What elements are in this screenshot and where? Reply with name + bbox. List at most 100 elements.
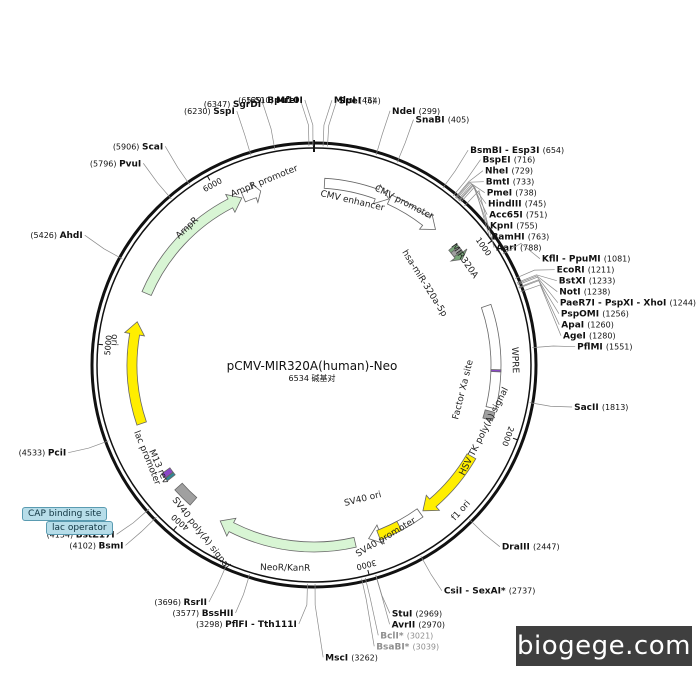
site-label-ndei: NdeI (299)	[392, 107, 440, 117]
site-leader-line	[304, 99, 314, 147]
site-name: MfeI	[276, 96, 298, 106]
label-mir320a-5p: hsa-miR-320a-5p	[399, 248, 448, 319]
site-leader-line	[143, 163, 172, 200]
site-name: AarI	[496, 244, 520, 254]
site-position: (751)	[526, 211, 548, 220]
site-label-bpu10i: (6529) Bpu10I	[238, 96, 303, 106]
site-name: EcoRI	[557, 266, 588, 276]
site-label-csii-sexai: CsiI - SexAI* (2737)	[444, 587, 536, 597]
site-name: NdeI	[392, 107, 419, 117]
site-leader-line	[364, 577, 379, 636]
site-label-aari: AarI (788)	[496, 244, 541, 254]
site-position: (6510)	[247, 96, 276, 105]
site-label-bspei: BspEI (716)	[482, 156, 535, 166]
site-position: (755)	[516, 222, 538, 231]
site-position: (1551)	[606, 343, 633, 352]
label-mir320a: MIR320A	[449, 242, 481, 281]
site-label-draiii: DraIII (2447)	[502, 543, 560, 553]
site-position: (763)	[528, 233, 550, 242]
site-label-sspi: (6230) SspI	[184, 107, 235, 117]
site-label-spei: SpeI (64)	[339, 96, 381, 106]
label-ampr-promoter: AmpR promoter	[229, 164, 299, 200]
site-position: (1256)	[602, 310, 629, 319]
site-name: BsaBI*	[376, 642, 412, 652]
site-position: (6529)	[238, 96, 267, 105]
site-leader-line	[116, 508, 150, 535]
site-leader-line	[164, 146, 190, 185]
site-name: PaeR7I - PspXI - XhoI	[560, 299, 670, 309]
site-label-bsmi: (4102) BsmI	[69, 541, 123, 551]
tick-label: 2000	[500, 425, 515, 447]
site-name: PciI	[48, 449, 66, 459]
site-label-avrii: AvrII (2970)	[392, 620, 445, 630]
site-name: Acc65I	[489, 211, 526, 221]
site-position: (3021)	[407, 631, 434, 640]
tick-label: 6000	[201, 176, 223, 194]
site-position: (2970)	[418, 620, 445, 629]
site-position: (745)	[525, 200, 547, 209]
site-name: BstXI	[559, 277, 589, 287]
site-leader-line	[529, 402, 573, 408]
site-leader-line	[396, 119, 414, 163]
site-label-scai: (5906) ScaI	[113, 142, 163, 152]
site-name: NheI	[485, 167, 512, 177]
site-label-pspomi: PspOMI (1256)	[561, 310, 629, 320]
site-label-pmei: PmeI (738)	[487, 189, 537, 199]
feature-wpre	[480, 303, 502, 410]
site-name: PmeI	[487, 189, 516, 199]
feature-neor-kanr	[219, 517, 357, 553]
site-label-ecori: EcoRI (1211)	[557, 266, 615, 276]
feature-sv40-poly-a-signal	[174, 482, 198, 506]
site-label-hindiii: HindIII (745)	[488, 200, 546, 210]
site-position: (1081)	[604, 255, 631, 264]
feature-layer	[123, 177, 502, 553]
lac-operator-tag: lac operator	[46, 521, 113, 535]
site-leader-line	[68, 440, 109, 454]
feature-lac-promoter	[161, 467, 174, 479]
site-label-paer7i-pspxi-xhoi: PaeR7I - PspXI - XhoI (1244)	[560, 299, 696, 309]
site-name: NotI	[559, 288, 584, 298]
feature-ampr	[141, 193, 243, 297]
site-leader-line	[322, 100, 333, 147]
site-label-stui: StuI (2969)	[392, 609, 442, 619]
site-leader-line	[208, 565, 227, 603]
tick-mark	[367, 569, 370, 576]
site-name: SspI	[213, 107, 235, 117]
site-position: (4533)	[19, 449, 48, 458]
site-position: (5426)	[30, 231, 59, 240]
site-position: (3262)	[351, 653, 378, 662]
site-name: BclI*	[380, 631, 406, 641]
site-name: BmtI	[486, 178, 513, 188]
site-name: PflMI	[577, 343, 606, 353]
site-label-sgrdi: (6347) SgrDI	[204, 100, 261, 110]
site-position: (5796)	[90, 159, 119, 168]
site-leader-line	[442, 149, 469, 189]
site-position: (729)	[512, 167, 534, 176]
site-label-kfli-ppumi: KflI - PpuMI (1081)	[542, 255, 631, 265]
feature-ampr-promoter	[240, 182, 262, 204]
site-leader-line	[454, 170, 484, 198]
site-position: (64)	[364, 96, 380, 105]
site-label-nhei: NheI (729)	[485, 167, 533, 177]
feature-sv40-ori	[376, 520, 403, 541]
site-name: HindIII	[488, 200, 525, 210]
site-label-bamhi: BamHI (763)	[491, 233, 549, 243]
site-label-mfei: (6510) MfeI	[247, 96, 298, 106]
site-leader-line	[298, 583, 308, 625]
site-label-pcii: (4533) PciI	[19, 449, 67, 459]
site-name: CsiI - SexAI*	[444, 587, 509, 597]
site-label-rsrii: (3696) RsrII	[154, 598, 207, 608]
tick-mark	[512, 437, 518, 441]
site-leader-line	[456, 182, 485, 200]
site-label-pvui: (5796) PvuI	[90, 159, 141, 169]
site-position: (2969)	[416, 609, 443, 618]
site-label-bsshii: (3577) BssHII	[173, 609, 234, 619]
feature-hsa-mir-320a-5p	[450, 245, 463, 258]
site-position: (654)	[543, 146, 565, 155]
site-label-acc65i: Acc65I (751)	[489, 211, 547, 221]
tick-label: 5000	[103, 335, 114, 356]
site-position: (5906)	[113, 142, 142, 151]
site-name: PflFI - Tth111I	[225, 620, 297, 630]
site-label-noti: NotI (1238)	[559, 288, 610, 298]
site-label-msci: MscI (3262)	[325, 653, 378, 663]
